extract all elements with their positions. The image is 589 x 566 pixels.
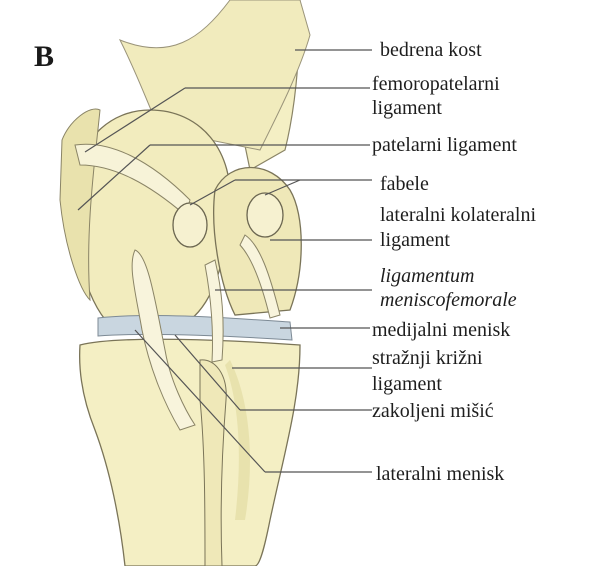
label-bedrena-kost: bedrena kost (380, 38, 482, 62)
tibia (80, 339, 300, 566)
fabella-lateral (247, 193, 283, 237)
label-patelarni: patelarni ligament (372, 133, 517, 157)
meniscus-band (98, 315, 292, 340)
label-medijalni-menisk: medijalni menisk (372, 318, 510, 342)
label-straznji-krizni-1: stražnji križni (372, 346, 483, 370)
fabella-medial (173, 203, 207, 247)
label-femoropatelarni-1: femoropatelarni (372, 72, 500, 96)
label-fabele: fabele (380, 172, 429, 196)
label-zakoljeni-misic: zakoljeni mišić (372, 399, 494, 423)
label-straznji-krizni-2: ligament (372, 372, 442, 396)
label-lateralni-kolateralni-1: lateralni kolateralni (380, 203, 536, 227)
label-meniscofemorale: meniscofemorale (380, 288, 517, 312)
label-lateralni-menisk: lateralni menisk (376, 462, 504, 486)
label-ligamentum: ligamentum (380, 264, 474, 288)
lateral-condyle (214, 168, 302, 316)
panel-letter: B (34, 40, 54, 74)
label-lateralni-kolateralni-2: ligament (380, 228, 450, 252)
label-femoropatelarni-2: ligament (372, 96, 442, 120)
